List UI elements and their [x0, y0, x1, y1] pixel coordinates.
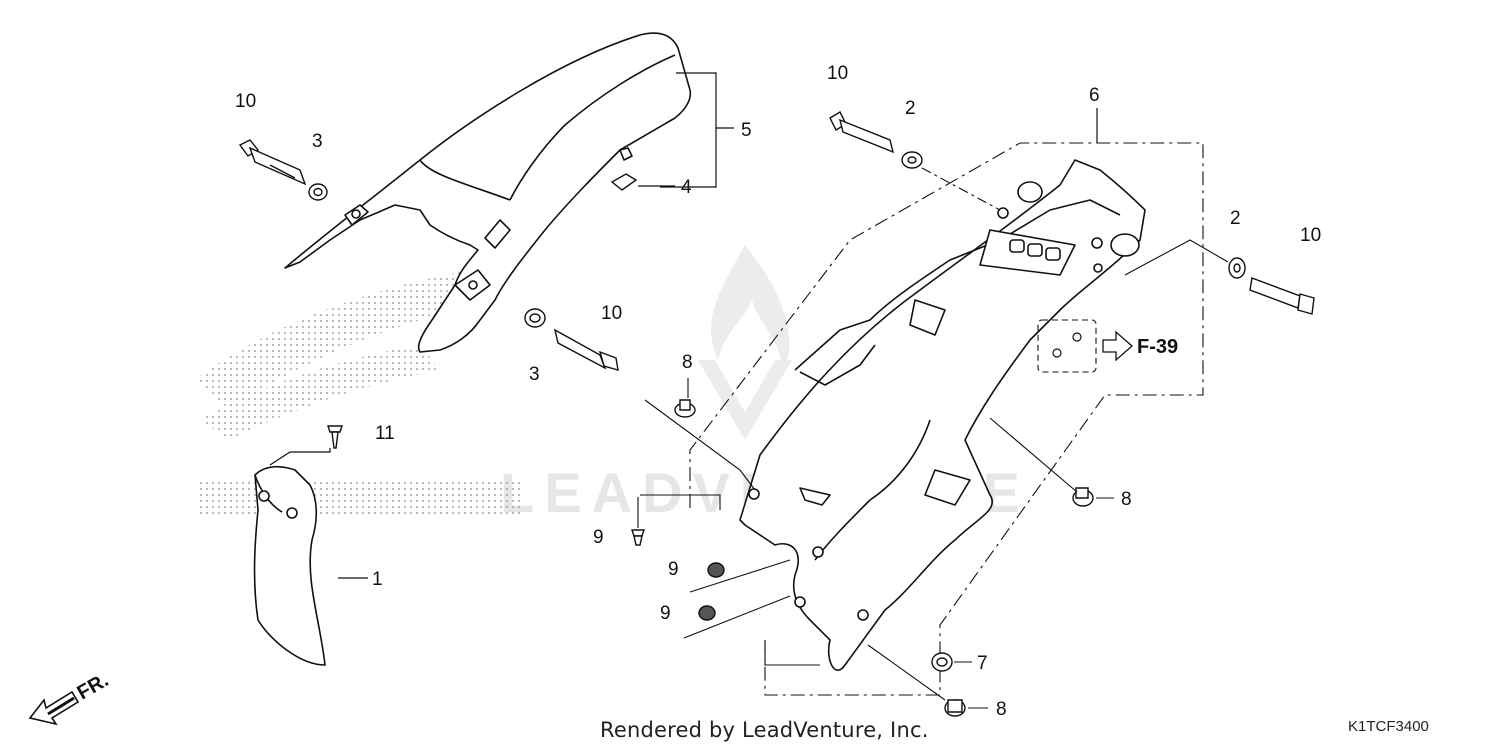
callout-9-middle: 9	[668, 559, 679, 580]
bolt-10-lower-left[interactable]	[553, 328, 619, 371]
callout-4: 4	[681, 177, 692, 198]
callout-8-right: 8	[1121, 489, 1132, 510]
leader-9-bottom	[683, 595, 791, 639]
callout-8-bottom: 8	[996, 699, 1007, 720]
bolt-10-upper-right[interactable]	[829, 111, 895, 154]
front-direction-label: FR.	[74, 669, 113, 704]
front-direction-indicator: FR.	[28, 669, 113, 726]
callout-3-lower: 3	[529, 364, 540, 385]
diagram-code: K1TCF3400	[1348, 718, 1429, 735]
callout-7: 7	[977, 653, 988, 674]
leader-9-middle	[689, 559, 791, 593]
leader-9-top-cross	[640, 494, 721, 510]
clip-9-bottom[interactable]	[698, 605, 716, 621]
leader-2-upper	[921, 167, 1001, 211]
callout-5: 5	[741, 120, 752, 141]
callout-10-upper-left: 10	[235, 91, 256, 112]
leader-2-right	[1124, 239, 1229, 276]
collar-3-lower[interactable]	[524, 308, 546, 328]
collar-3-upper-left[interactable]	[308, 183, 328, 201]
callout-10-upper-right: 10	[827, 63, 848, 84]
f39-reference[interactable]: F-39	[1037, 319, 1178, 373]
f39-reference-label: F-39	[1137, 336, 1178, 358]
bolt-8-right[interactable]	[1072, 487, 1094, 507]
callout-10-right: 10	[1300, 225, 1321, 246]
arrow-right-icon	[1102, 330, 1133, 362]
inner-fender-part[interactable]	[739, 159, 1146, 672]
mud-flap-part[interactable]	[253, 465, 326, 666]
bolt-8-left[interactable]	[674, 399, 696, 418]
watermark-v-icon	[698, 360, 792, 440]
assembly-6-dashed-outline	[689, 142, 1204, 696]
leader-5	[660, 72, 717, 188]
leader-8-bottom	[867, 644, 946, 701]
callouts: 10 3 5 4 3 10 11 1 10 2 6 2 10 8 8 9 9 9…	[235, 63, 1321, 720]
callout-11: 11	[375, 423, 395, 444]
leader-8-left-cross	[644, 399, 756, 491]
callout-10-lower-left: 10	[601, 303, 622, 324]
callout-2-upper: 2	[905, 98, 916, 119]
callout-2-right: 2	[1230, 208, 1241, 229]
watermark-flame-icon	[711, 245, 790, 380]
grommet-7[interactable]	[931, 652, 953, 672]
screw-11[interactable]	[327, 425, 343, 449]
clip-9-top[interactable]	[631, 529, 645, 546]
washer-2-right[interactable]	[1228, 257, 1246, 279]
bolt-10-upper-left[interactable]	[238, 139, 307, 186]
bolt-10-right[interactable]	[1249, 277, 1315, 315]
clip-9-middle[interactable]	[707, 562, 725, 578]
footer-credit: Rendered by LeadVenture, Inc.	[600, 718, 929, 742]
callout-1: 1	[372, 569, 383, 590]
callout-3-upper: 3	[312, 131, 323, 152]
bolt-8-bottom[interactable]	[944, 699, 966, 717]
emblem-part[interactable]	[610, 173, 638, 191]
leader-11	[269, 448, 331, 466]
leader-8-right	[989, 417, 1078, 493]
washer-2-upper[interactable]	[901, 151, 923, 169]
callout-6: 6	[1089, 85, 1100, 106]
callout-9-top: 9	[593, 527, 604, 548]
rear-fender-upper-part[interactable]	[284, 32, 692, 353]
leader-lower-frame	[764, 640, 820, 666]
front-arrow-icon	[28, 690, 80, 726]
callout-9-bottom: 9	[660, 603, 671, 624]
callout-8-left: 8	[682, 352, 693, 373]
